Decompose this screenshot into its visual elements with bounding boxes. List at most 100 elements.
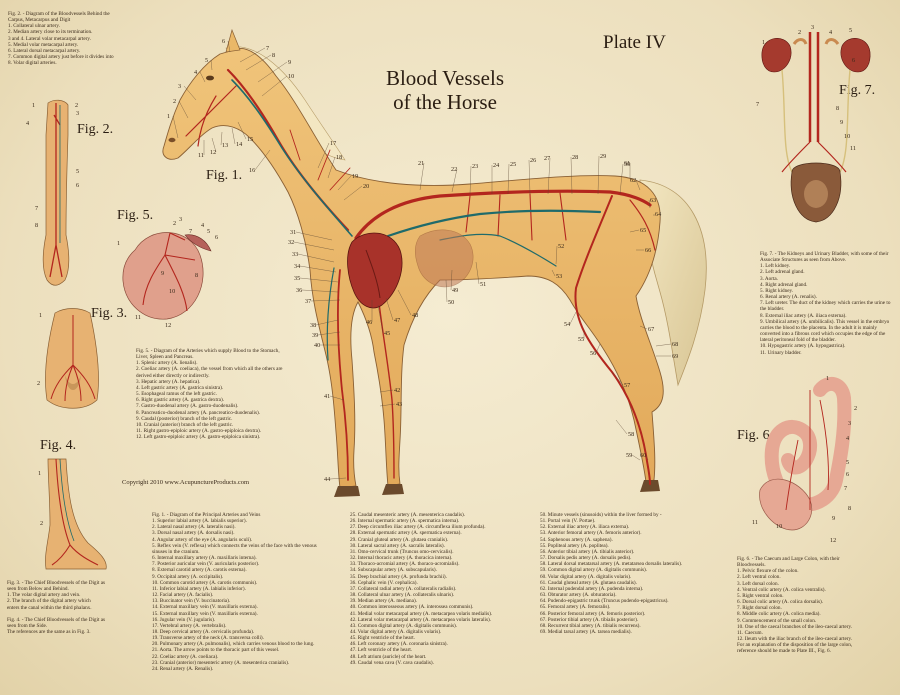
callout-number: 1: [39, 312, 42, 319]
fig5-label: Fig. 5.: [117, 208, 154, 223]
caption-line: 68. Recurrent tibial artery (A. tibialis…: [540, 622, 641, 629]
callout-number: 51: [480, 281, 486, 288]
callout-number: 6: [852, 57, 855, 64]
callout-number: 2: [40, 520, 43, 527]
caption-line: 41. Medial volar metacarpal artery (A. m…: [350, 610, 493, 617]
caption-line: 24. Renal artery (A. Renalis).: [152, 665, 214, 672]
caption-line: 48. Left atrium (auricle) of the heart.: [350, 653, 427, 660]
caption-line: The references are the same as in Fig. 3…: [7, 629, 91, 636]
caption-line: 54. Saphenous artery (A. saphena).: [540, 536, 613, 543]
stomach: [122, 232, 204, 320]
leader-line: [245, 54, 272, 71]
caption-line: 11. Inferior labial artery (A. labialis …: [152, 585, 246, 592]
caption-line: 30. Lateral sacral artery (A. sacralis l…: [350, 542, 445, 549]
leader-line: [178, 100, 189, 119]
fig4-vein: [59, 458, 75, 542]
leader-line: [379, 389, 394, 393]
caption-line: 5. Right kidney.: [760, 287, 794, 294]
caption-line: 8. External iliac artery (A. iliaca exte…: [760, 312, 847, 319]
caption-line: 3. Hepatic artery (A. hepatica).: [136, 378, 201, 385]
caption-line: 5. Medial volar metacarpal artery.: [8, 41, 79, 48]
callout-number: 58: [628, 431, 634, 438]
fig3-hoof: [45, 308, 99, 409]
caption-line: 2. Left ventral colon.: [737, 574, 781, 581]
callout-number: 3: [179, 216, 182, 223]
leader-line: [450, 269, 453, 291]
caption-line: 38. Collateral ulnar artery (A. collater…: [350, 592, 455, 599]
callout-number: 41: [324, 393, 330, 400]
leader-line: [611, 371, 624, 386]
callout-number: 8: [272, 52, 275, 59]
callout-number: 40: [314, 342, 320, 349]
caption-line: 6. Internal maxillary artery (A. maxilla…: [152, 555, 257, 562]
caption-line: 69. Medial tarsal artery (A. tarsea medi…: [540, 628, 632, 635]
caption-line: 3. Dorsal nasal artery (A. dorsalis nasi…: [152, 530, 235, 537]
caption-line: 8. External carotid artery (A. carotis e…: [152, 567, 247, 574]
mesenteric-arteries: [465, 192, 567, 241]
callout-number: 62: [630, 177, 636, 184]
callout-number: 4: [26, 120, 29, 127]
callout-number: 60: [640, 452, 646, 459]
right-kidney: [840, 38, 871, 73]
leader-line: [377, 304, 384, 334]
leader-line: [295, 231, 333, 241]
caption-line: 32. Internal thoracic artery (A. thoraci…: [350, 555, 453, 562]
leader-line: [570, 156, 573, 195]
caption-line: 8. Pancreatico-duodenal artery (A. pancr…: [136, 409, 261, 416]
leader-line: [397, 289, 412, 316]
caption-line: 7. Left ureter. The duct of the kidney w…: [760, 300, 891, 307]
caption-line: 10. One of the caecal branches of the il…: [737, 623, 853, 630]
leader-line: [635, 179, 641, 191]
caption-line: 8. Middle colic artery (A. colica media)…: [737, 611, 821, 618]
leader-line: [254, 149, 271, 171]
leader-line: [297, 253, 335, 263]
callout-number: 7: [844, 485, 847, 492]
callout-number: 23: [472, 163, 478, 170]
caption-line: 5. Reflex vein (V. reflexa) which connec…: [152, 542, 317, 549]
callout-number: 4: [829, 29, 832, 36]
leader-line: [237, 121, 247, 140]
caption-line: sinuses in the cranium.: [152, 548, 200, 555]
callout-number: 39: [312, 332, 318, 339]
callout-number: 38: [310, 322, 316, 329]
caption-line: 5. Esophageal ramus of the left gastric.: [136, 391, 217, 398]
leader-line: [317, 142, 330, 169]
caption-line: Fig. 4. - The Chief Bloodvessels of the …: [7, 616, 106, 623]
leader-line: [337, 175, 352, 191]
caption-line: 42. Lateral volar metacarpal artery (A. …: [350, 616, 491, 623]
caption-line: 2. Lateral nasal artery (A. lateralis na…: [152, 524, 236, 531]
leader-line: [445, 279, 448, 303]
callout-number: 8: [195, 272, 198, 279]
caption-line: 1. Collateral ulnar artery.: [8, 23, 60, 30]
caption-line: Fig. 5. - Diagram of the Arteries which …: [136, 348, 280, 354]
spleen: [184, 234, 212, 252]
aorta: [354, 189, 652, 240]
leader-line: [631, 454, 641, 461]
front-hoof-right: [382, 484, 404, 495]
neck-branches: [289, 129, 351, 191]
fig7-ureters: [781, 69, 851, 173]
callout-number: 9: [288, 59, 291, 66]
caption-line: 10. Common carotid artery (A. carotis co…: [152, 579, 258, 586]
leader-line: [615, 419, 628, 435]
plate-number: Plate IV: [603, 32, 666, 53]
callout-number: 12: [830, 537, 836, 544]
caption-line: 65. Femoral artery (A. femoralis).: [540, 604, 611, 611]
callout-number: 69: [672, 353, 678, 360]
caption-line: 3. Left dorsal colon.: [737, 580, 779, 587]
fig1-caption-col1: Fig. 1. - Diagram of the Principal Arter…: [152, 512, 317, 672]
caption-line: 3 and 4. Lateral volar metacarpal artery…: [8, 35, 91, 42]
callout-number: 20: [363, 183, 369, 190]
fig7-caption: Fig. 7. - The Kidneys and Urinary Bladde…: [760, 251, 890, 356]
fig7-iliac: [781, 141, 847, 173]
fig1-label: Fig. 1.: [206, 168, 243, 183]
horse-ear: [225, 28, 241, 53]
fig7-aorta: [808, 32, 820, 142]
callout-number: 49: [452, 287, 458, 294]
callout-number: 8: [35, 222, 38, 229]
leader-line: [210, 59, 213, 71]
callout-number: 15: [247, 136, 253, 143]
callout-number: 47: [394, 317, 400, 324]
fig3-frog: [65, 375, 81, 390]
callout-number: 29: [600, 153, 606, 160]
